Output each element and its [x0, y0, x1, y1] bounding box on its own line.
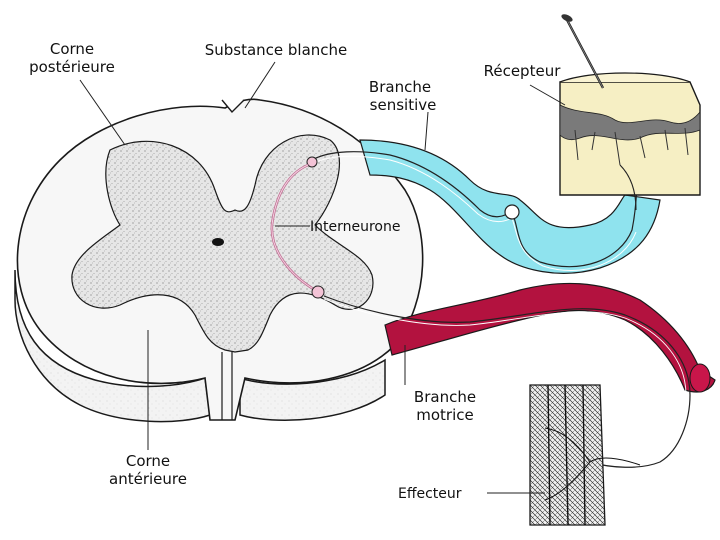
label-corne-anterieure-2: antérieure — [109, 470, 187, 488]
leader-branche-sensitive — [424, 111, 429, 151]
label-corne-anterieure-1: Corne — [126, 452, 170, 470]
posterior-median-sulcus — [221, 99, 245, 114]
label-corne-posterieure-1: Corne — [50, 40, 94, 58]
sensory-ganglion-cell — [504, 204, 520, 220]
leader-recepteur — [529, 84, 566, 106]
label-branche-motrice-2: motrice — [416, 406, 473, 424]
central-canal — [212, 238, 224, 246]
anterior-median-fissure — [221, 352, 233, 420]
leader-corne-posterieure — [79, 79, 126, 146]
sensory-synapse — [306, 156, 318, 168]
motor-neuron-cell — [311, 285, 325, 299]
muscle-effector — [529, 384, 641, 526]
label-effecteur: Effecteur — [398, 486, 462, 502]
label-branche-sensitive-2: sensitive — [370, 96, 437, 114]
label-interneurone: Interneurone — [310, 219, 400, 235]
motor-neuron-fiber-inner — [323, 298, 687, 396]
label-branche-sensitive-1: Branche — [369, 78, 431, 96]
label-substance-blanche: Substance blanche — [205, 41, 348, 59]
motor-branch-end — [689, 363, 711, 393]
motor-branch — [384, 282, 716, 393]
label-recepteur: Récepteur — [484, 62, 562, 80]
label-branche-motrice-1: Branche — [414, 388, 476, 406]
skin-receptor-block — [559, 72, 701, 211]
label-corne-posterieure-2: postérieure — [29, 58, 115, 76]
leader-substance-blanche — [244, 61, 276, 109]
sensory-neuron-fiber-inner — [311, 155, 637, 271]
interneuron-fiber-inner — [271, 164, 316, 291]
motor-neuron-fiber — [323, 295, 691, 468]
pin-stimulus — [561, 14, 605, 89]
spinal-cord-side-right — [239, 358, 386, 421]
